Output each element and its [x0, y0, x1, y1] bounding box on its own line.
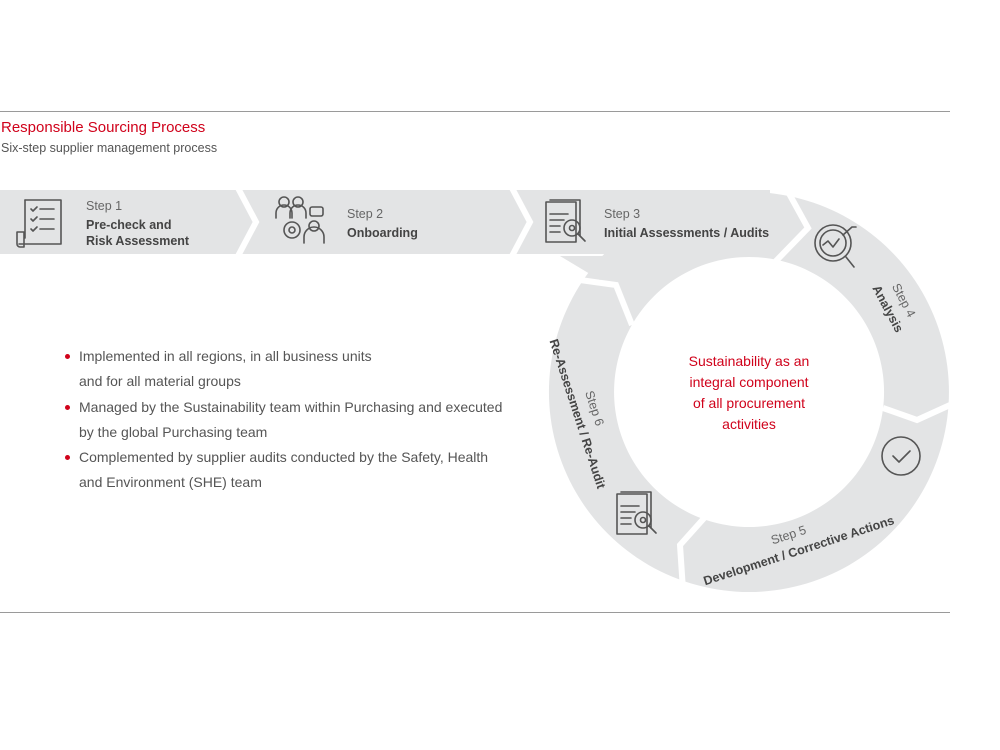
center-line: activities — [722, 416, 776, 432]
bullet-item: Managed by the Sustainability team withi… — [62, 395, 522, 446]
checklist-icon — [16, 199, 62, 248]
page-title: Responsible Sourcing Process — [1, 119, 206, 136]
magnifier-chart-icon — [814, 224, 857, 268]
center-line: Sustainability as an — [689, 353, 810, 369]
center-statement: Sustainability as an integral component … — [689, 353, 810, 432]
check-circle-icon — [881, 436, 921, 476]
team-gear-icon — [275, 196, 325, 244]
chevron-separators — [235, 186, 952, 591]
bullet-item: Implemented in all regions, in all busin… — [62, 344, 522, 395]
document-inspect-icon — [616, 491, 657, 535]
bullet-text: Managed by the Sustainability team withi… — [79, 398, 503, 415]
step-2-number: Step 2 — [347, 207, 383, 221]
top-divider — [0, 111, 950, 112]
center-line: integral component — [689, 374, 808, 390]
step-1-number: Step 1 — [86, 199, 122, 213]
bullet-text: and Environment (SHE) team — [79, 474, 262, 491]
band-ring-joint — [700, 190, 760, 254]
bottom-divider — [0, 612, 950, 613]
step-1-label-line2: Risk Assessment — [86, 234, 190, 248]
bullet-text: and for all material groups — [79, 373, 241, 390]
step-3-label: Initial Assessments / Audits — [604, 226, 769, 240]
step-3-number: Step 3 — [604, 207, 640, 221]
bullet-item: Complemented by supplier audits conducte… — [62, 445, 522, 496]
page-subtitle: Six-step supplier management process — [1, 141, 218, 155]
center-line: of all procurement — [693, 395, 805, 411]
document-inspect-icon — [545, 199, 586, 243]
bullet-text: Implemented in all regions, in all busin… — [79, 348, 372, 364]
bullet-list: Implemented in all regions, in all busin… — [62, 344, 522, 496]
step-1-label-line1: Pre-check and — [86, 218, 171, 232]
step-2-label: Onboarding — [347, 226, 418, 240]
bullet-text: Complemented by supplier audits conducte… — [79, 449, 489, 466]
ring-connector — [560, 256, 630, 280]
bullet-text: by the global Purchasing team — [79, 423, 268, 440]
